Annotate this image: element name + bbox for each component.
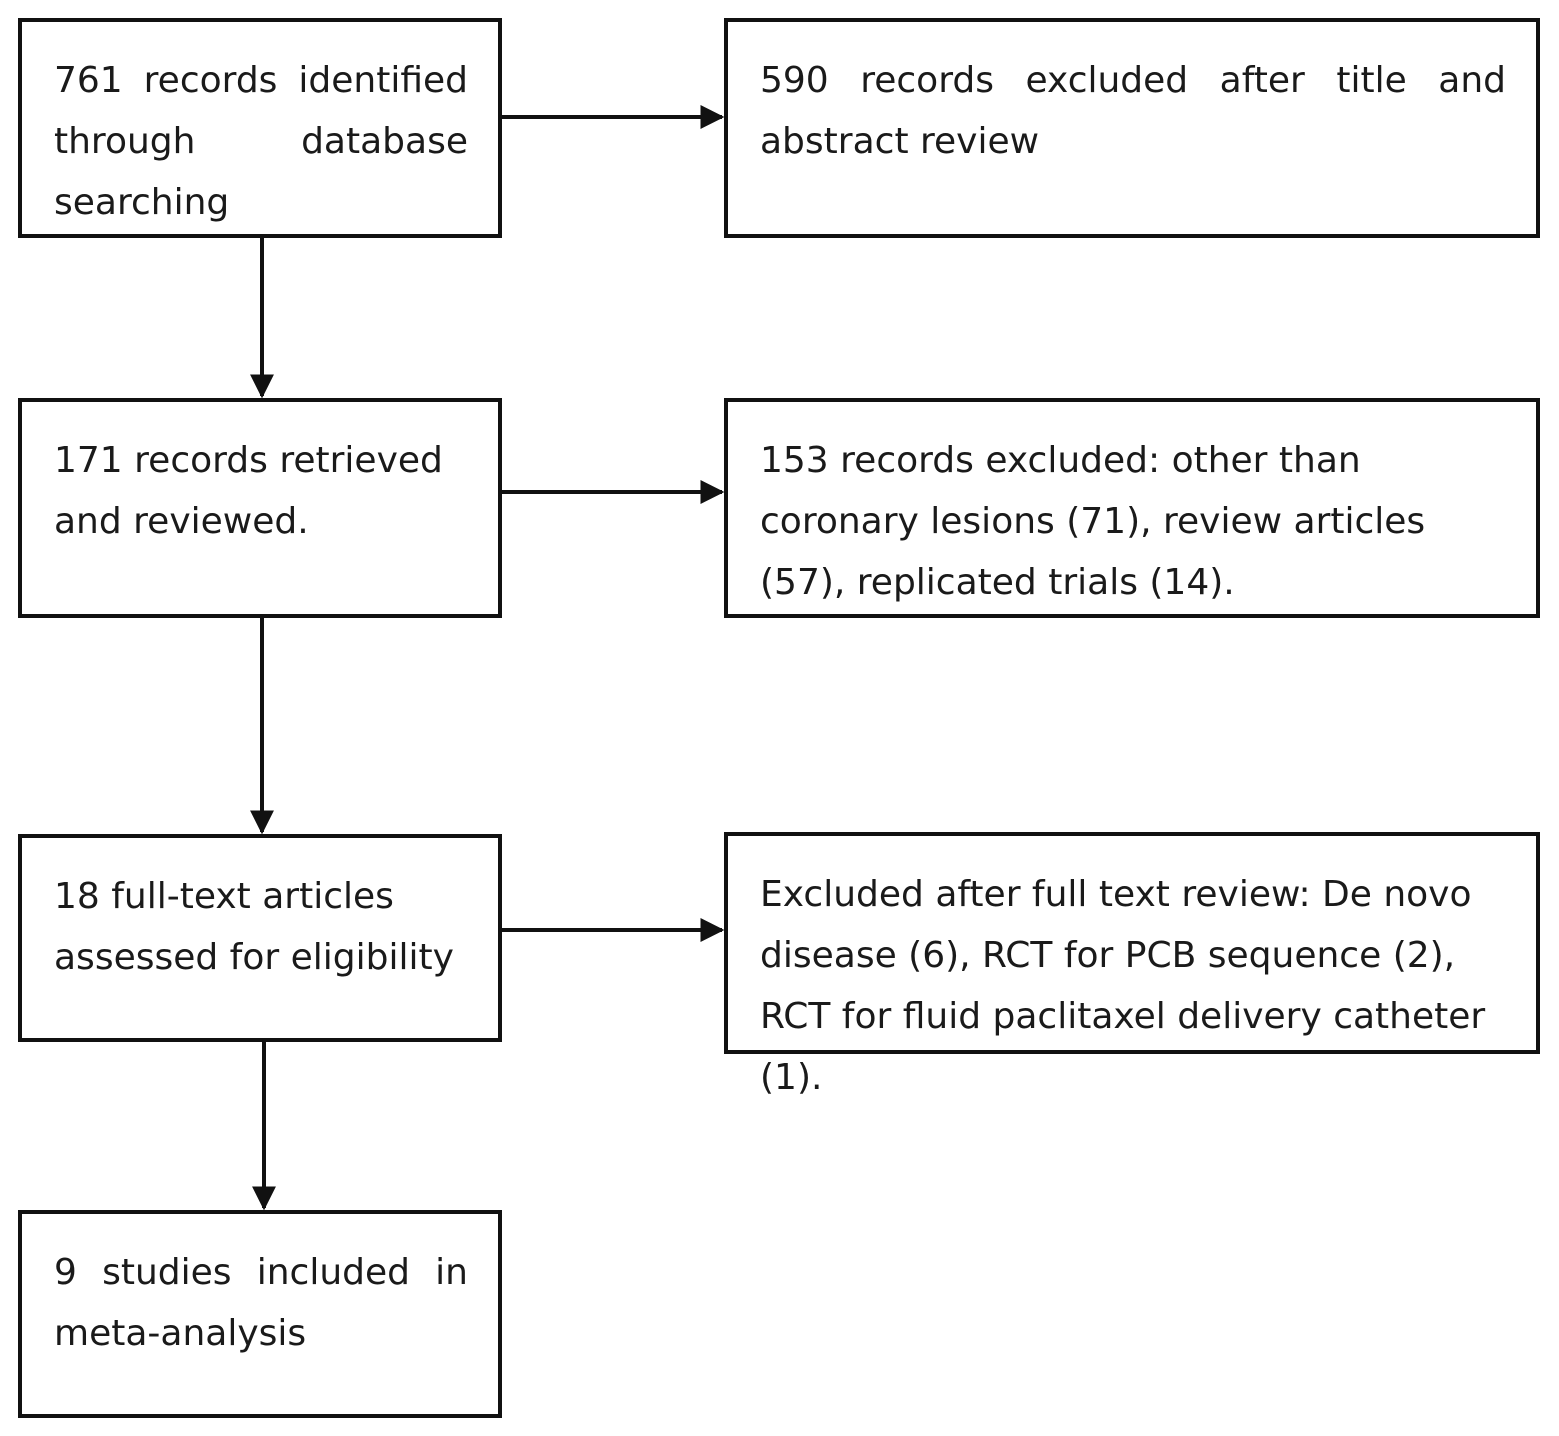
identified-records-box: 761 records identified through database … — [18, 18, 502, 238]
excluded-full-text-box: Excluded after full text review: De novo… — [724, 832, 1540, 1098]
full-text-assessed-text: 18 full-text articles assessed for eligi… — [54, 876, 454, 978]
identified-records-text: 761 records identified through database … — [54, 60, 468, 223]
excluded-title-abstract-text: 590 records excluded after title and abs… — [760, 60, 1506, 162]
full-text-assessed-box: 18 full-text articles assessed for eligi… — [18, 834, 502, 1042]
included-studies-text: 9 studies included in meta-analysis — [54, 1252, 468, 1354]
retrieved-records-text: 171 records retrieved and reviewed. — [54, 440, 443, 542]
included-studies-box: 9 studies included in meta-analysis — [18, 1210, 502, 1418]
retrieved-records-box: 171 records retrieved and reviewed. — [18, 398, 502, 618]
excluded-title-abstract-box: 590 records excluded after title and abs… — [724, 18, 1540, 238]
excluded-full-text-text: Excluded after full text review: De novo… — [760, 874, 1486, 1098]
excluded-records-box: 153 records excluded: other than coronar… — [724, 398, 1540, 618]
excluded-records-text: 153 records excluded: other than coronar… — [760, 440, 1426, 603]
